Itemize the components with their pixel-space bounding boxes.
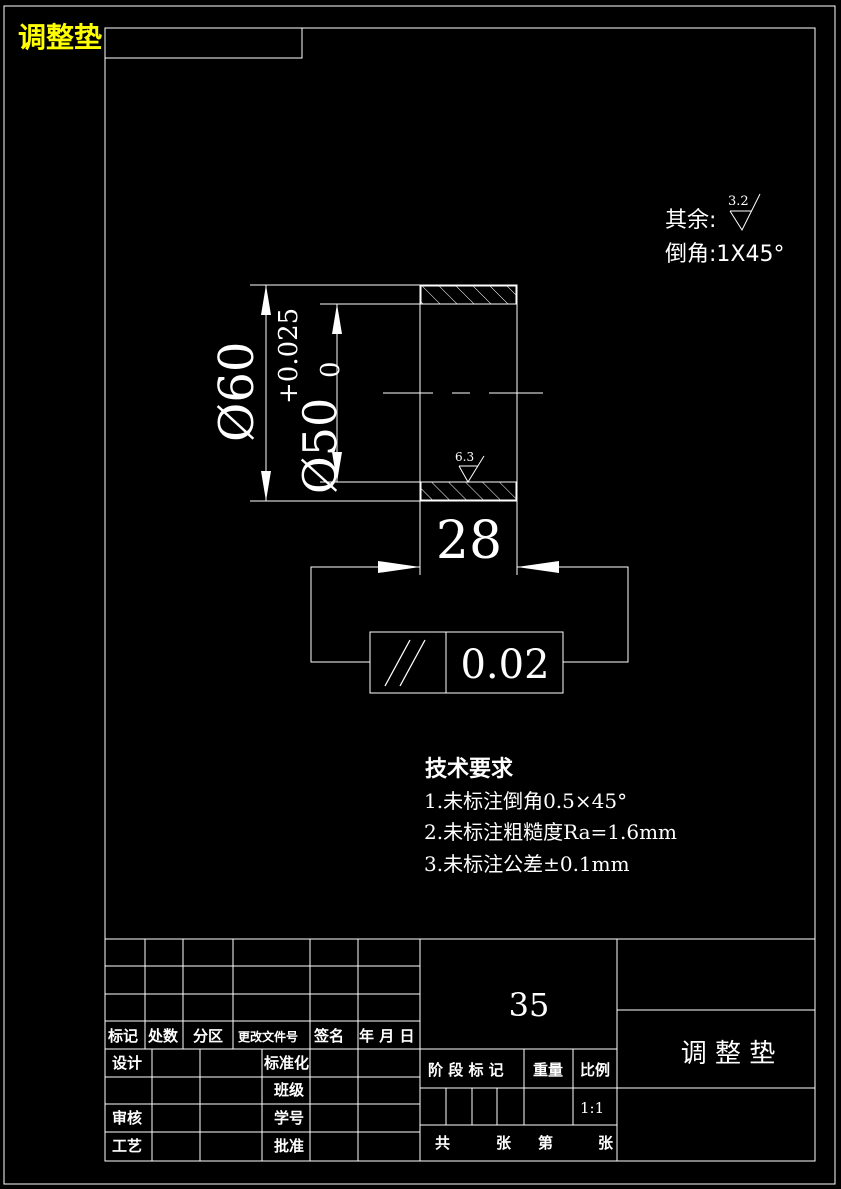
outer-border — [3, 5, 836, 1185]
label-stage-mark: 阶 段 标 记 — [428, 1061, 504, 1079]
surface-rest-value: 3.2 — [728, 194, 749, 209]
tolerance-frame — [369, 631, 564, 694]
inner-diameter-label: Ø50 — [293, 398, 347, 494]
outer-diameter-dimension — [261, 285, 271, 501]
tech-req-item-1: 1.未标注倒角0.5×45° — [424, 789, 627, 813]
title-block — [105, 938, 815, 1161]
inner-border — [104, 27, 816, 1162]
label-class: 班级 — [274, 1081, 305, 1099]
tech-req-heading: 技术要求 — [425, 757, 513, 782]
scale-value: 1:1 — [580, 1099, 604, 1117]
label-weight: 重量 — [533, 1061, 563, 1079]
tolerance-leaders — [310, 561, 629, 663]
upper-tolerance-label: +0.025 — [274, 308, 304, 404]
label-process: 工艺 — [112, 1137, 142, 1155]
chamfer-note: 倒角:1X45° — [665, 242, 784, 267]
label-design: 设计 — [112, 1054, 142, 1072]
tech-req-item-2: 2.未标注粗糙度Ra=1.6mm — [424, 820, 677, 844]
label-number: 第 — [538, 1134, 553, 1152]
tech-req-item-3: 3.未标注公差±0.1mm — [424, 852, 630, 876]
corner-title-box — [104, 27, 303, 59]
lower-tolerance-label: 0 — [316, 361, 346, 378]
label-approval: 批准 — [274, 1137, 304, 1155]
rev-header-doc: 更改文件号 — [238, 1029, 298, 1044]
section-hatch-top — [420, 285, 517, 305]
label-total: 共 — [435, 1134, 450, 1152]
material-value: 35 — [509, 986, 550, 1024]
part-name: 调 整 垫 — [681, 1039, 776, 1069]
width-dimension-label: 28 — [436, 511, 502, 571]
outer-diameter-label: Ø60 — [209, 342, 265, 442]
section-hatch-bottom — [420, 481, 517, 501]
label-sheets: 张 — [496, 1134, 512, 1152]
rev-header-sign: 签名 — [313, 1027, 344, 1045]
rev-header-mark: 标记 — [107, 1027, 138, 1045]
rev-header-count: 处数 — [147, 1027, 179, 1045]
surface-rest-label: 其余: — [665, 208, 716, 233]
roughness-symbol-icon — [729, 193, 761, 232]
label-sheet: 张 — [598, 1134, 614, 1152]
parallelism-icon — [384, 639, 426, 687]
rev-header-date: 年 月 日 — [359, 1027, 414, 1045]
label-student-id: 学号 — [274, 1109, 304, 1127]
corner-title: 调整垫 — [18, 21, 102, 54]
tolerance-value: 0.02 — [460, 642, 549, 688]
inner-diameter-dimension — [332, 304, 342, 482]
label-scale: 比例 — [580, 1061, 610, 1079]
bore-roughness-value: 6.3 — [455, 450, 474, 464]
rev-header-zone: 分区 — [193, 1027, 223, 1045]
label-standardization: 标准化 — [263, 1054, 309, 1072]
bore-roughness-icon — [458, 455, 485, 483]
label-review: 审核 — [112, 1109, 142, 1127]
